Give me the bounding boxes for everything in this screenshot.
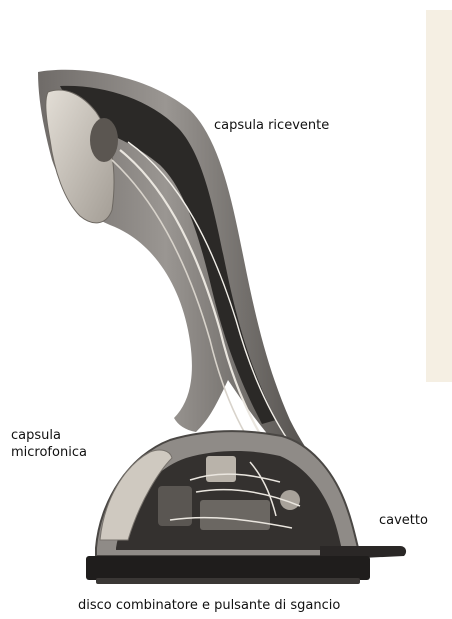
label-cable: cavetto	[379, 512, 428, 529]
inner-component-block	[206, 456, 236, 482]
label-receiver-capsule: capsula ricevente	[214, 117, 329, 134]
label-dial: disco combinatore e pulsante di sgancio	[78, 597, 340, 614]
base-plate	[86, 556, 370, 580]
receiver-capsule-core	[90, 118, 118, 162]
label-microphone-line1: capsula	[11, 427, 87, 444]
label-microphone-capsule: capsula microfonica	[11, 427, 87, 461]
base-plate-edge	[96, 578, 360, 584]
inner-component-board	[200, 500, 270, 530]
label-microphone-line2: microfonica	[11, 444, 87, 461]
